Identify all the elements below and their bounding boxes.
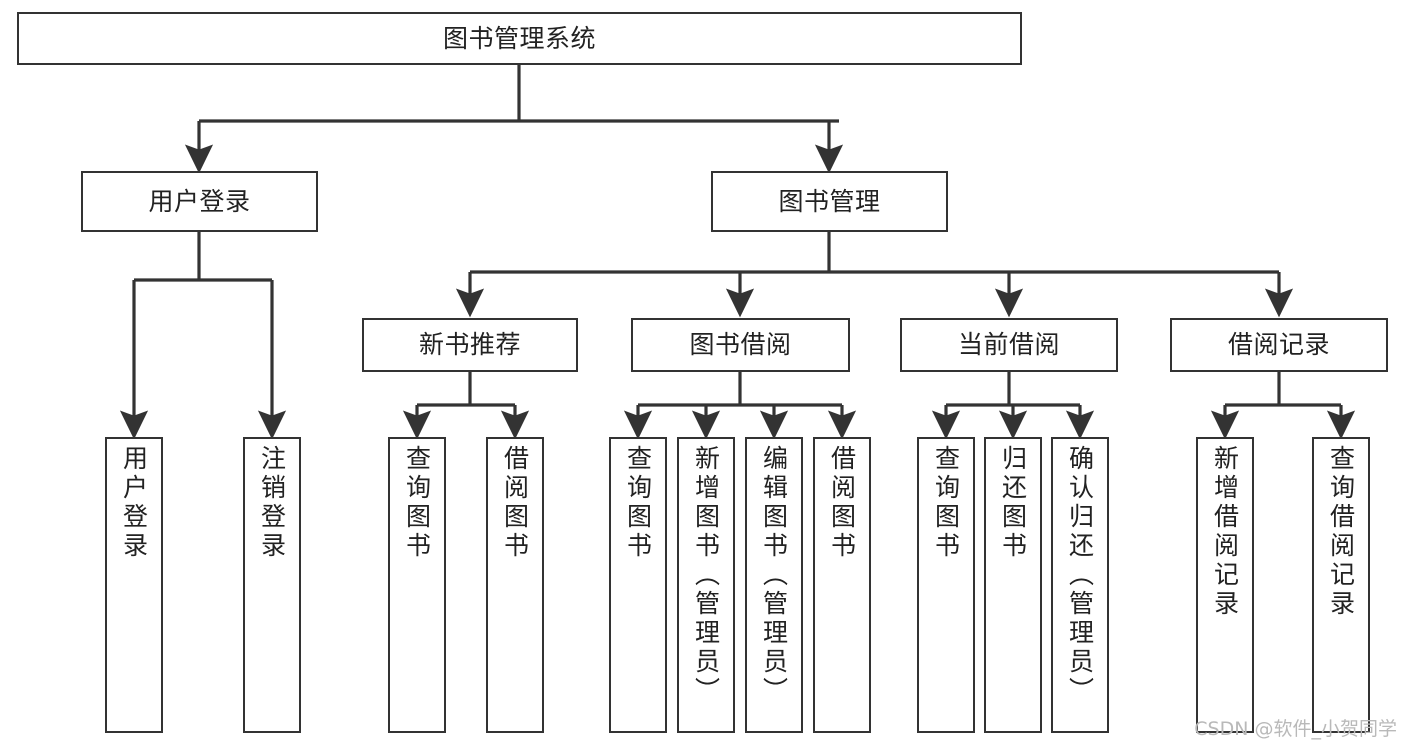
node-user-login[interactable]: 用户登录 [81, 171, 318, 232]
node-current-borrow[interactable]: 当前借阅 [900, 318, 1118, 372]
node-label: 归还图书 [998, 445, 1028, 561]
leaf-confirm-return-admin[interactable]: 确认归还（管理员） [1051, 437, 1109, 733]
node-label: 编辑图书（管理员） [759, 445, 789, 706]
leaf-edit-book-admin[interactable]: 编辑图书（管理员） [745, 437, 803, 733]
node-label: 新增图书（管理员） [691, 445, 721, 706]
leaf-add-borrow-record[interactable]: 新增借阅记录 [1196, 437, 1254, 733]
node-label: 查询图书 [402, 445, 432, 561]
node-label: 当前借阅 [957, 330, 1060, 360]
leaf-query-book-current[interactable]: 查询图书 [917, 437, 975, 733]
node-label: 查询借阅记录 [1326, 445, 1356, 619]
node-label: 查询图书 [931, 445, 961, 561]
node-label: 图书借阅 [689, 330, 792, 360]
leaf-query-book-recommendation[interactable]: 查询图书 [388, 437, 446, 733]
node-label: 用户登录 [148, 186, 251, 216]
leaf-query-borrow-record[interactable]: 查询借阅记录 [1312, 437, 1370, 733]
node-book-borrow[interactable]: 图书借阅 [631, 318, 850, 372]
node-label: 借阅图书 [827, 445, 857, 561]
leaf-borrow-book-recommendation[interactable]: 借阅图书 [486, 437, 544, 733]
node-borrow-record[interactable]: 借阅记录 [1170, 318, 1388, 372]
node-label: 图书管理系统 [442, 23, 596, 53]
node-label: 图书管理 [778, 186, 881, 216]
node-label: 新增借阅记录 [1210, 445, 1240, 619]
node-new-book-recommendation[interactable]: 新书推荐 [362, 318, 578, 372]
node-label: 借阅记录 [1227, 330, 1330, 360]
leaf-logout[interactable]: 注销登录 [243, 437, 301, 733]
node-label: 用户登录 [119, 445, 149, 561]
node-book-management[interactable]: 图书管理 [711, 171, 948, 232]
csdn-watermark: CSDN @软件_小贺同学 [1194, 718, 1397, 740]
leaf-query-book-borrow[interactable]: 查询图书 [609, 437, 667, 733]
leaf-borrow-book[interactable]: 借阅图书 [813, 437, 871, 733]
leaf-return-book[interactable]: 归还图书 [984, 437, 1042, 733]
node-label: 注销登录 [257, 445, 287, 561]
node-root-book-management-system[interactable]: 图书管理系统 [17, 12, 1022, 65]
leaf-user-login[interactable]: 用户登录 [105, 437, 163, 733]
leaf-add-book-admin[interactable]: 新增图书（管理员） [677, 437, 735, 733]
node-label: 确认归还（管理员） [1065, 445, 1095, 706]
node-label: 查询图书 [623, 445, 653, 561]
node-label: 借阅图书 [500, 445, 530, 561]
node-label: 新书推荐 [418, 330, 521, 360]
